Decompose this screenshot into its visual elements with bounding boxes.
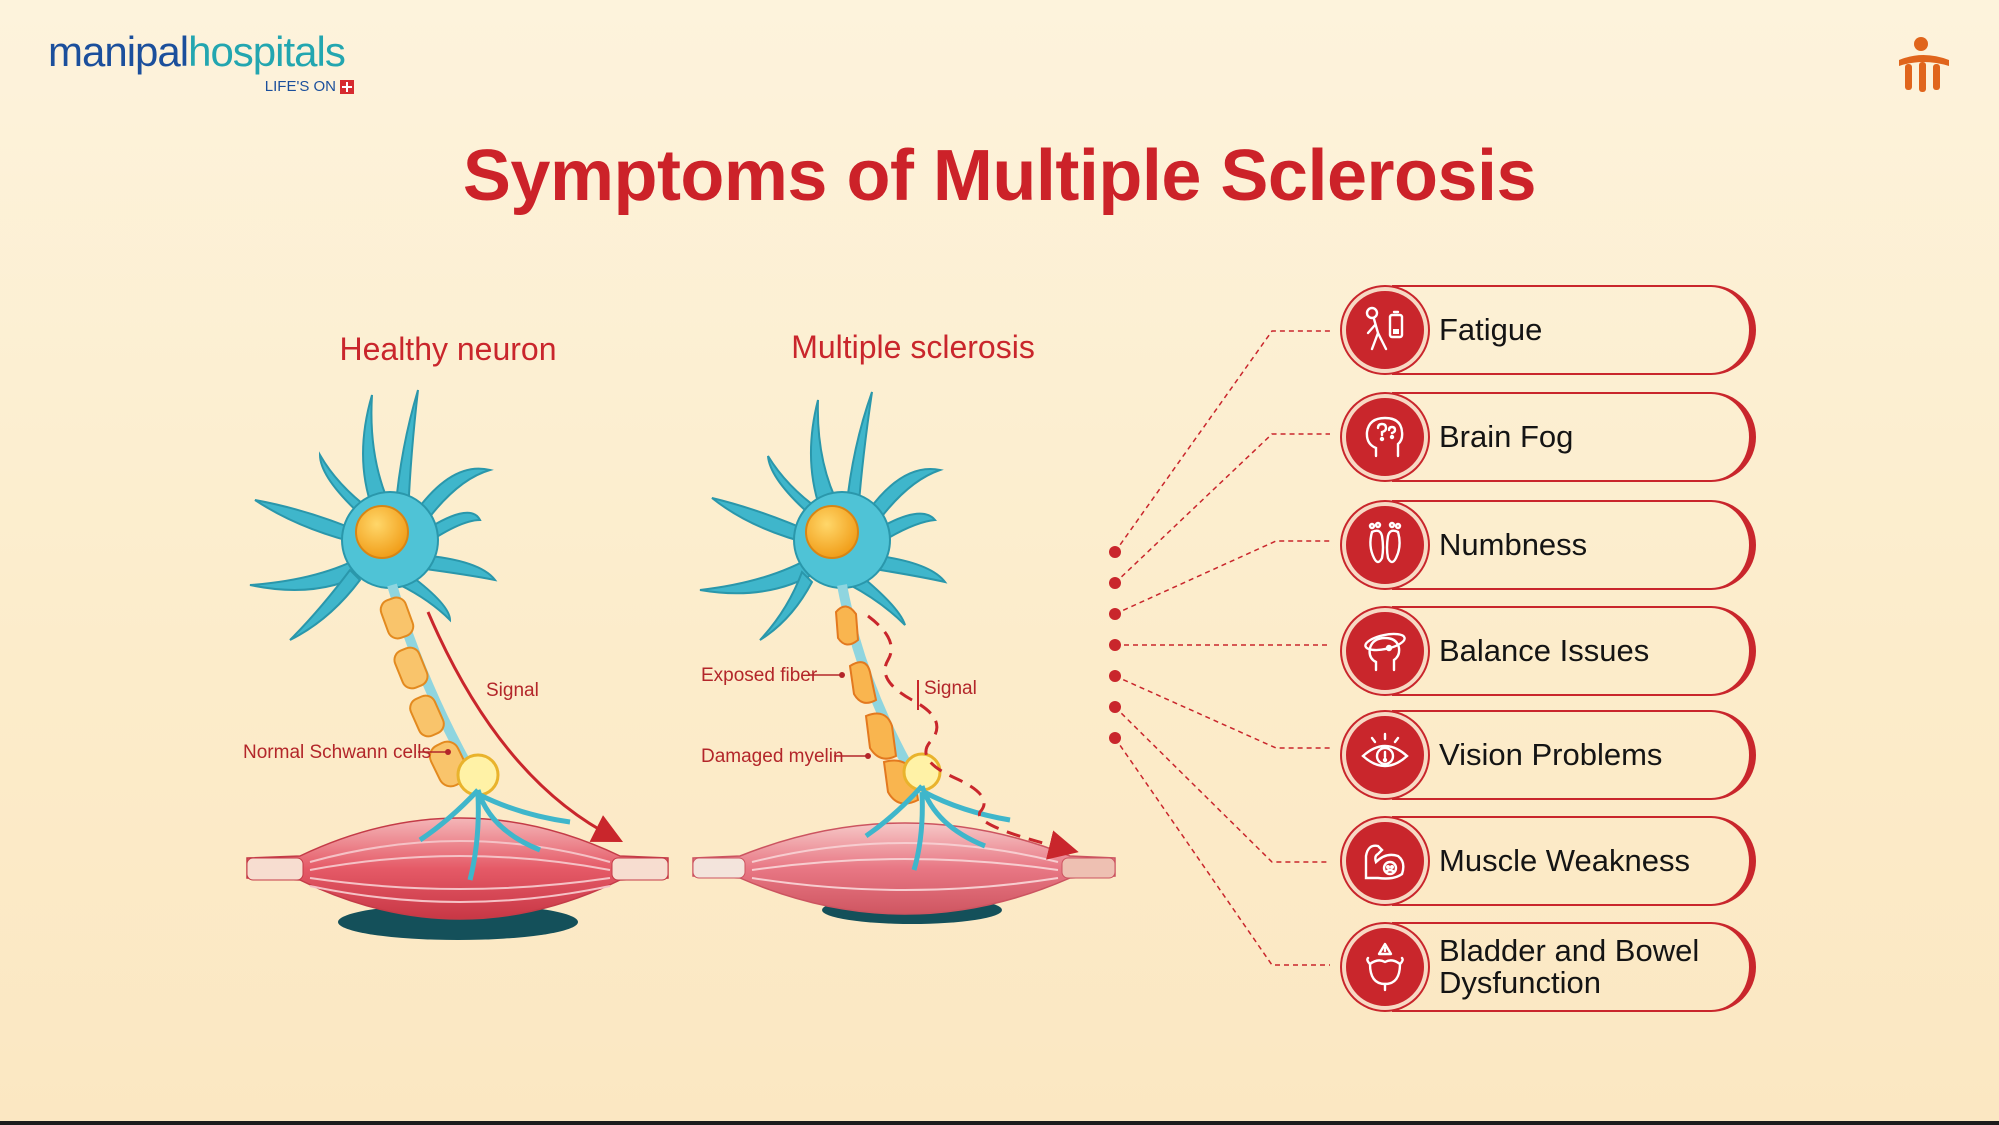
damaged-myelin-label: Damaged myelin bbox=[701, 746, 844, 767]
numbness-icon bbox=[1368, 521, 1402, 564]
badge-brain-fog bbox=[1342, 394, 1428, 480]
balance-icon bbox=[1364, 632, 1406, 672]
bladder-icon bbox=[1366, 942, 1404, 992]
symptom-label: Fatigue bbox=[1439, 312, 1543, 347]
page-title: Symptoms of Multiple Sclerosis bbox=[462, 136, 1537, 216]
symptom-balance: Balance Issues bbox=[1342, 606, 1756, 696]
badge-balance bbox=[1342, 608, 1428, 694]
ms-signal-arrow bbox=[867, 614, 1079, 860]
symptom-label: Balance Issues bbox=[1439, 633, 1650, 668]
symptom-frame bbox=[1392, 710, 1756, 800]
symptom-vision: Vision Problems bbox=[1342, 710, 1756, 800]
symptom-frame bbox=[1392, 606, 1756, 696]
symptom-frame bbox=[1392, 922, 1756, 1012]
badge-fatigue bbox=[1342, 287, 1428, 373]
ms-muscle bbox=[692, 822, 1116, 915]
symptom-frame bbox=[1392, 392, 1756, 482]
symptom-bladder: Bladder and Bowel Dysfunction bbox=[1342, 922, 1756, 1012]
ms-neuron: Signal Exposed fiber Damaged myelin bbox=[692, 391, 1116, 924]
ms-nucleus bbox=[805, 505, 859, 559]
vision-icon bbox=[1361, 732, 1409, 768]
symptom-brain-fog: Brain Fog bbox=[1342, 392, 1756, 482]
symptom-label: Vision Problems bbox=[1439, 737, 1663, 772]
symptom-numbness: Numbness bbox=[1342, 500, 1756, 590]
healthy-synapse bbox=[456, 753, 500, 797]
muscle-icon bbox=[1364, 844, 1405, 880]
connector-dots bbox=[1109, 546, 1121, 744]
badge-bladder bbox=[1342, 924, 1428, 1010]
symptom-label: Muscle Weakness bbox=[1439, 843, 1690, 878]
schwann-label: Normal Schwann cells bbox=[243, 742, 431, 763]
exposed-dot bbox=[839, 672, 845, 678]
badge-vision bbox=[1342, 712, 1428, 798]
ms-terminals bbox=[864, 784, 1011, 871]
badge-muscle bbox=[1342, 818, 1428, 904]
exposed-fiber-label: Exposed fiber bbox=[701, 665, 818, 686]
healthy-signal-label: Signal bbox=[486, 680, 539, 701]
symptom-frame bbox=[1392, 285, 1756, 375]
fatigue-icon bbox=[1365, 306, 1404, 351]
brain-fog-icon bbox=[1365, 416, 1404, 458]
brand-mark-icon bbox=[1899, 37, 1949, 92]
symptom-muscle: Muscle Weakness bbox=[1342, 816, 1756, 906]
healthy-myelin bbox=[379, 596, 470, 788]
badge-numbness bbox=[1342, 502, 1428, 588]
logo-cross-icon bbox=[340, 79, 354, 94]
symptom-label: Numbness bbox=[1439, 527, 1588, 562]
logo-tagline: LIFE'S ON bbox=[265, 78, 354, 95]
healthy-signal-arrow bbox=[426, 611, 624, 843]
ms-synapse bbox=[902, 752, 942, 792]
healthy-terminals bbox=[418, 788, 571, 881]
healthy-muscle bbox=[246, 817, 669, 920]
symptom-label: Bladder and Bowel Dysfunction bbox=[1439, 933, 1700, 1000]
symptom-label: Brain Fog bbox=[1439, 419, 1574, 454]
healthy-neuron-heading: Healthy neuron bbox=[339, 331, 556, 367]
damaged-dot bbox=[865, 753, 871, 759]
ms-neuron-heading: Multiple sclerosis bbox=[791, 329, 1035, 365]
logo-wordmark: manipalhospitals bbox=[48, 28, 346, 75]
connector-lines bbox=[1114, 330, 1330, 966]
schwann-dot bbox=[445, 749, 451, 755]
symptom-frame bbox=[1392, 816, 1756, 906]
healthy-nucleus bbox=[355, 505, 409, 559]
manipal-logo: manipalhospitals LIFE'S ON bbox=[48, 28, 368, 98]
symptom-frame bbox=[1392, 500, 1756, 590]
ms-signal-label: Signal bbox=[924, 678, 977, 699]
healthy-neuron: Signal Normal Schwann cells bbox=[243, 389, 669, 940]
bottom-border bbox=[0, 1121, 1999, 1125]
symptom-fatigue: Fatigue bbox=[1342, 285, 1756, 375]
